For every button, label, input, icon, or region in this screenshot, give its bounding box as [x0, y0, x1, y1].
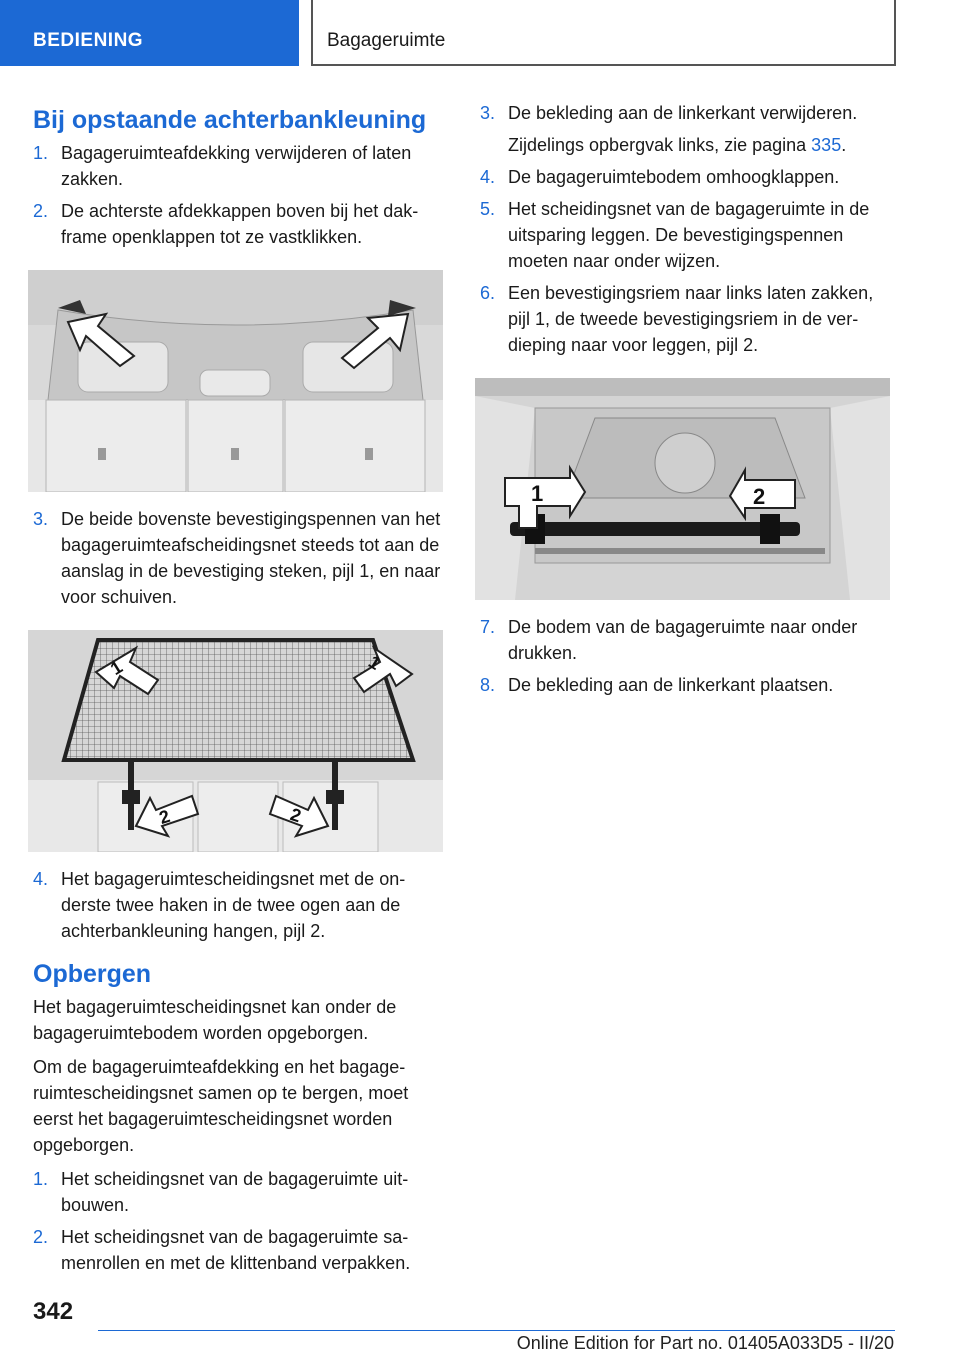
list-item: 4. Het bagageruimtescheidingsnet met de … — [33, 866, 445, 944]
cross-reference-text: Zijdelings opbergvak links, zie pagina — [508, 135, 812, 155]
list-item: 1. Het scheidingsnet van de bagageruimte… — [33, 1166, 445, 1218]
figure-label: 1 — [531, 481, 543, 506]
step-text: De bagageruimtebodem omhoogklappen. — [508, 167, 840, 187]
list-item: 2. De achterste afdekkappen boven bij he… — [33, 198, 445, 250]
paragraph: Om de bagageruimteafdekking en het bagag… — [33, 1057, 409, 1155]
step-text: Het bagageruimtescheidingsnet met de on­… — [61, 869, 406, 941]
page-number: 342 — [33, 1298, 74, 1325]
step-text: De bekleding aan de linkerkant plaatsen. — [508, 675, 834, 695]
figure-net-storage: 1 2 — [475, 378, 890, 600]
section-heading: Opbergen — [33, 960, 152, 988]
step-number: 3. — [33, 509, 49, 529]
list-item: 5. Het scheidingsnet van de bagageruimte… — [480, 196, 895, 274]
step-text: De bodem van de bagageruimte naar onder … — [508, 617, 858, 663]
step-text: Bagageruimteafdekking verwijderen of lat… — [61, 143, 412, 189]
step-text: De achterste afdekkappen boven bij het d… — [61, 201, 419, 247]
step-number: 2. — [33, 1227, 49, 1247]
step-text: De bekleding aan de linkerkant verwijder… — [508, 103, 858, 123]
step-number: 7. — [480, 617, 496, 637]
step-text: De beide bovenste bevestigingspennen van… — [61, 509, 441, 607]
step-text: Een bevestigingsriem naar links laten za… — [508, 283, 874, 355]
step-number: 1. — [33, 1169, 49, 1189]
section-tab: BEDIENING — [0, 0, 299, 66]
page-header: BEDIENING Bagageruimte — [0, 0, 960, 66]
step-number: 5. — [480, 199, 496, 219]
figure-partition-net: 1 1 2 2 — [28, 630, 443, 852]
left-column: Bij opstaande achterbankleuning 1. Bagag… — [28, 100, 445, 1282]
cross-reference: Zijdelings opbergvak links, zie pagina 3… — [480, 132, 895, 158]
figure-label: 2 — [753, 484, 765, 509]
step-number: 2. — [33, 201, 49, 221]
step-number: 4. — [480, 167, 496, 187]
list-item: 3. De bekleding aan de linkerkant verwij… — [480, 100, 895, 126]
footer-divider — [98, 1330, 895, 1331]
chapter-title: Bagageruimte — [311, 0, 896, 66]
figure-seat-covers — [28, 270, 443, 492]
step-number: 1. — [33, 143, 49, 163]
page-link[interactable]: 335 — [811, 135, 842, 155]
list-item: 1. Bagageruimteafdekking verwijderen of … — [33, 140, 445, 192]
step-number: 8. — [480, 675, 496, 695]
section-heading: Bij opstaande achterbankleuning — [33, 106, 427, 134]
step-number: 4. — [33, 869, 49, 889]
list-item: 8. De bekleding aan de linkerkant plaats… — [480, 672, 895, 698]
step-number: 3. — [480, 103, 496, 123]
step-number: 6. — [480, 283, 496, 303]
list-item: 6. Een bevestigingsriem naar links laten… — [480, 280, 895, 358]
list-item: 7. De bodem van de bagageruimte naar ond… — [480, 614, 895, 666]
step-text: Het scheidingsnet van de bagageruimte ui… — [61, 1169, 409, 1215]
list-item: 3. De beide bovenste bevestigingspennen … — [33, 506, 445, 610]
cross-reference-end: . — [841, 135, 847, 155]
paragraph: Het bagageruimtescheidingsnet kan onder … — [33, 997, 397, 1043]
list-item: 2. Het scheidingsnet van de bagageruimte… — [33, 1224, 445, 1276]
step-text: Het scheidingsnet van de bagageruimte sa… — [61, 1227, 411, 1273]
step-text: Het scheidingsnet van de bagageruimte in… — [508, 199, 870, 271]
right-column: 3. De bekleding aan de linkerkant verwij… — [475, 100, 895, 704]
edition-info: Online Edition for Part no. 01405A033D5 … — [516, 1333, 894, 1353]
list-item: 4. De bagageruimtebodem omhoogklappen. — [480, 164, 895, 190]
